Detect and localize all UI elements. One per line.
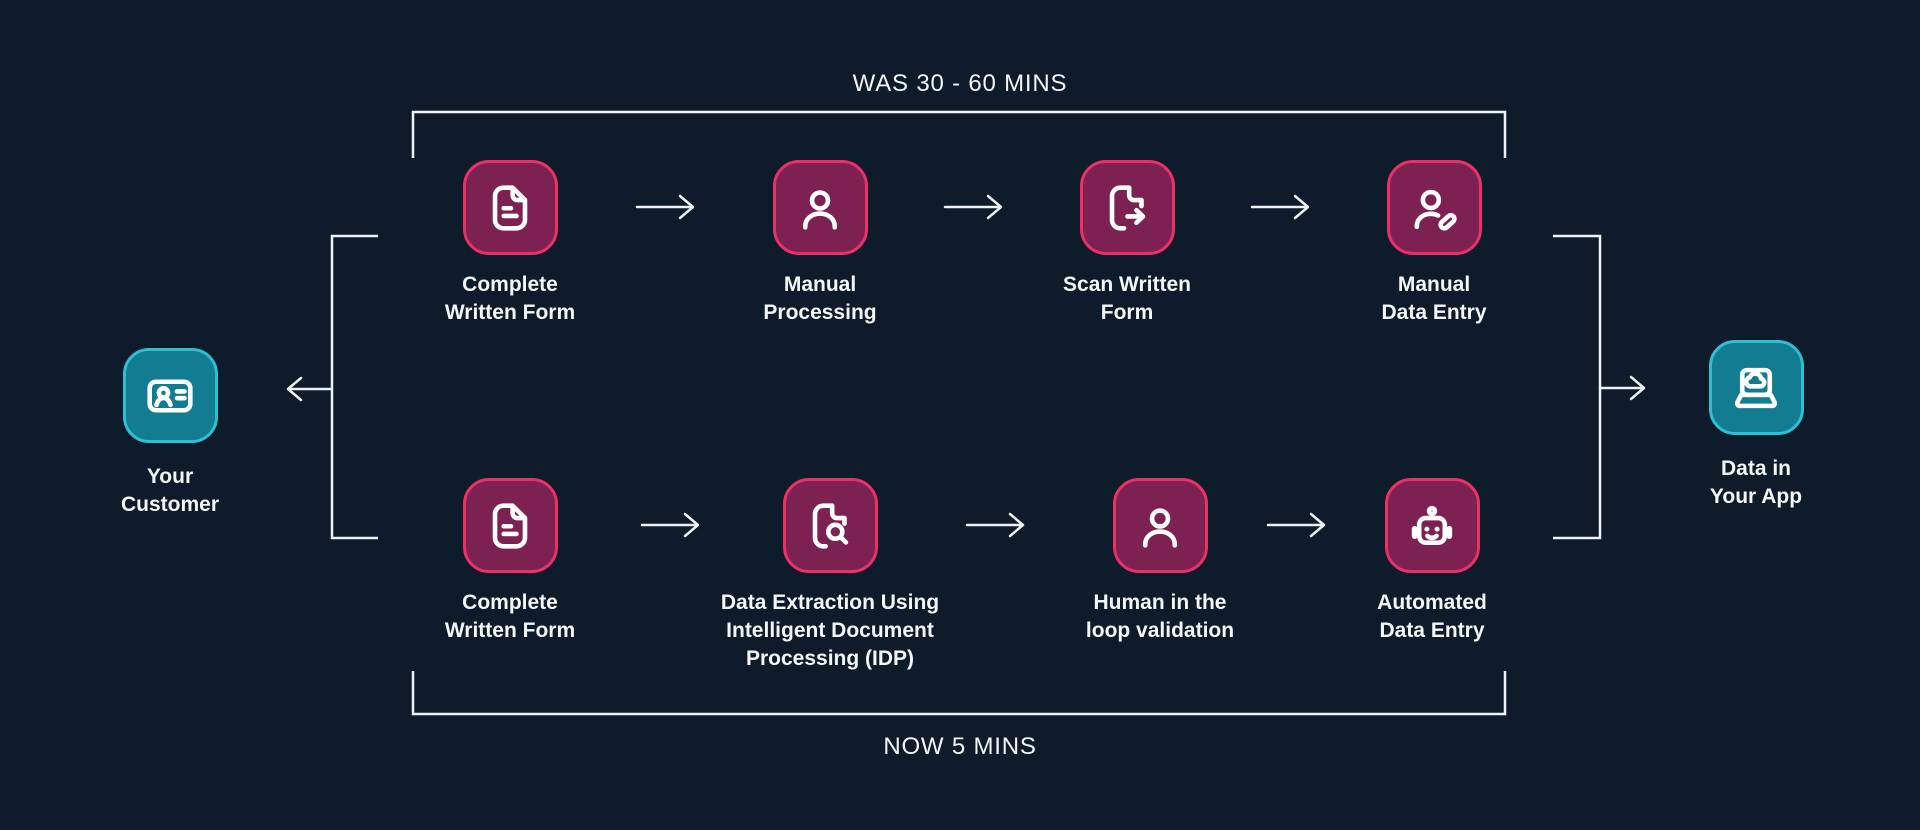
document-icon bbox=[481, 497, 539, 555]
top-flow-arrow-1 bbox=[635, 194, 695, 220]
step-manual-data-entry: Manual Data Entry bbox=[1299, 160, 1569, 327]
step-tile bbox=[782, 478, 878, 573]
bottom-flow-arrow-2 bbox=[965, 512, 1025, 538]
step-manual-processing: Manual Processing bbox=[685, 160, 955, 327]
step-scan-written-form: Scan Written Form bbox=[992, 160, 1262, 327]
endpoint-label: Data in Your App bbox=[1709, 457, 1803, 508]
arrow-to-app bbox=[1598, 375, 1646, 401]
step-label: Complete Written Form bbox=[444, 273, 576, 324]
robot-icon bbox=[1403, 497, 1461, 555]
bottom-duration-bracket bbox=[411, 671, 1507, 716]
step-human-in-the-loop-validation: Human in the loop validation bbox=[1025, 478, 1295, 645]
step-tile bbox=[462, 160, 558, 255]
step-label: Human in the loop validation bbox=[1085, 591, 1235, 642]
endpoint-data-in-your-app: Data in Your App bbox=[1621, 340, 1891, 511]
step-label: Complete Written Form bbox=[444, 591, 576, 642]
step-tile bbox=[772, 160, 868, 255]
step-complete-written-form-top: Complete Written Form bbox=[375, 160, 645, 327]
step-label: Manual Data Entry bbox=[1381, 273, 1487, 324]
step-tile bbox=[1386, 160, 1482, 255]
step-tile bbox=[462, 478, 558, 573]
step-automated-data-entry: Automated Data Entry bbox=[1297, 478, 1567, 645]
top-duration-label: WAS 30 - 60 MINS bbox=[852, 70, 1068, 97]
person-icon bbox=[791, 179, 849, 237]
person-icon bbox=[1131, 497, 1189, 555]
endpoint-your-customer: Your Customer bbox=[35, 348, 305, 519]
top-duration-bracket bbox=[411, 110, 1507, 158]
top-flow-arrow-2 bbox=[943, 194, 1003, 220]
step-label: Automated Data Entry bbox=[1377, 591, 1487, 642]
arrow-to-customer bbox=[286, 376, 334, 402]
step-label: Scan Written Form bbox=[1063, 273, 1191, 324]
step-tile bbox=[1079, 160, 1175, 255]
top-flow-arrow-3 bbox=[1250, 194, 1310, 220]
step-label: Manual Processing bbox=[763, 273, 877, 324]
bottom-flow-arrow-1 bbox=[640, 512, 700, 538]
endpoint-label: Your Customer bbox=[120, 465, 220, 516]
document-search-icon bbox=[801, 497, 859, 555]
your-customer-tile bbox=[122, 348, 218, 443]
step-tile bbox=[1112, 478, 1208, 573]
step-complete-written-form-bottom: Complete Written Form bbox=[375, 478, 645, 645]
left-split-bracket bbox=[330, 234, 378, 540]
bottom-flow-arrow-3 bbox=[1266, 512, 1326, 538]
bottom-duration-label: NOW 5 MINS bbox=[883, 733, 1037, 760]
step-label: Data Extraction Using Intelligent Docume… bbox=[720, 591, 940, 670]
laptop-cloud-icon bbox=[1727, 359, 1785, 417]
document-icon bbox=[481, 179, 539, 237]
step-data-extraction-idp: Data Extraction Using Intelligent Docume… bbox=[695, 478, 965, 673]
person-edit-icon bbox=[1405, 179, 1463, 237]
document-export-icon bbox=[1098, 179, 1156, 237]
step-tile bbox=[1384, 478, 1480, 573]
data-in-your-app-tile bbox=[1708, 340, 1804, 435]
id-card-icon bbox=[141, 367, 199, 425]
